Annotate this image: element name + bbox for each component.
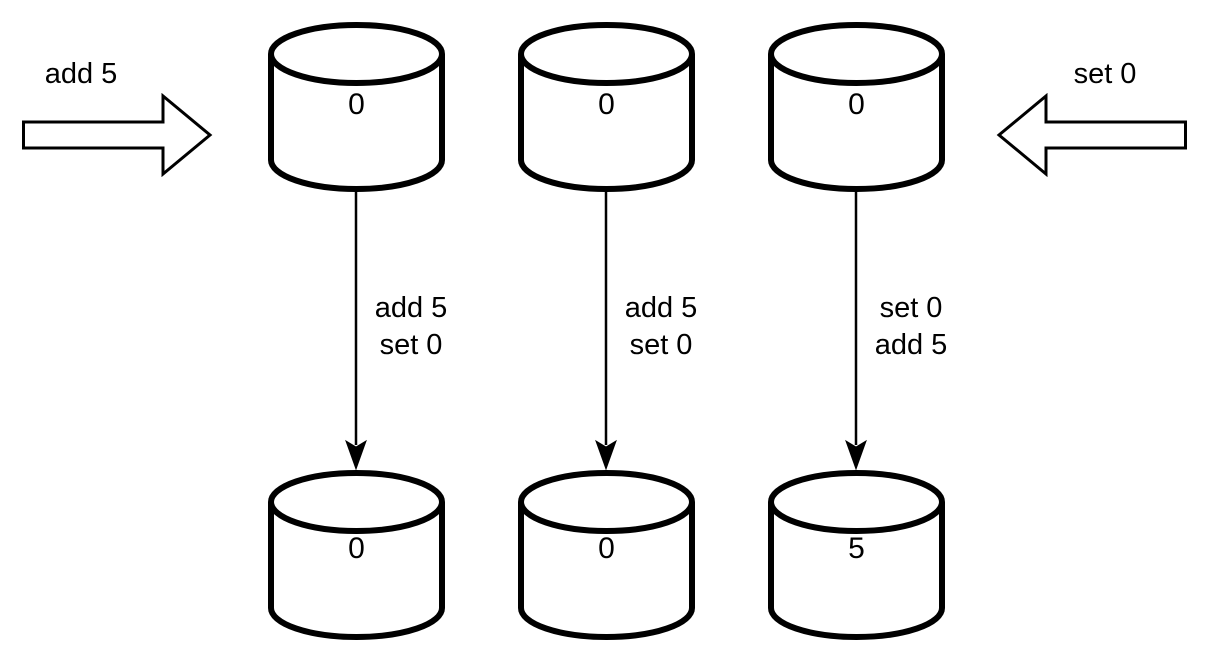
transition-op-line1: set 0 bbox=[879, 292, 943, 324]
transition-1-operations: add 5 set 0 bbox=[366, 290, 456, 364]
transition-op-line1: add 5 bbox=[624, 292, 698, 324]
database-cylinder-icon bbox=[268, 22, 445, 192]
replica-value: 0 bbox=[348, 88, 365, 121]
transition-arrow-2-icon bbox=[591, 192, 621, 470]
database-cylinder-icon bbox=[518, 470, 695, 640]
transition-op-line2: set 0 bbox=[629, 329, 693, 361]
transition-2-operations: add 5 set 0 bbox=[616, 290, 706, 364]
database-replica-1-after: 0 bbox=[268, 470, 445, 640]
database-cylinder-icon bbox=[518, 22, 695, 192]
transition-op-line2: set 0 bbox=[379, 329, 443, 361]
database-replica-3-before: 0 bbox=[768, 22, 945, 192]
database-cylinder-icon bbox=[268, 470, 445, 640]
replica-value: 5 bbox=[848, 532, 865, 565]
replica-value: 0 bbox=[848, 88, 865, 121]
replica-value: 0 bbox=[598, 88, 615, 121]
left-operation-label: add 5 bbox=[44, 58, 118, 90]
transition-arrow-3-icon bbox=[841, 192, 871, 470]
database-replica-2-after: 0 bbox=[518, 470, 695, 640]
database-replica-1-before: 0 bbox=[268, 22, 445, 192]
left-pointing-block-arrow-icon bbox=[996, 93, 1187, 177]
database-replica-3-after: 5 bbox=[768, 470, 945, 640]
replica-value: 0 bbox=[348, 532, 365, 565]
database-replica-2-before: 0 bbox=[518, 22, 695, 192]
replica-value: 0 bbox=[598, 532, 615, 565]
database-cylinder-icon bbox=[768, 470, 945, 640]
transition-op-line2: add 5 bbox=[874, 329, 948, 361]
transition-3-operations: set 0 add 5 bbox=[866, 290, 956, 364]
database-cylinder-icon bbox=[768, 22, 945, 192]
transition-op-line1: add 5 bbox=[374, 292, 448, 324]
transition-arrow-1-icon bbox=[341, 192, 371, 470]
right-operation-label: set 0 bbox=[1073, 58, 1137, 90]
right-pointing-block-arrow-icon bbox=[22, 93, 213, 177]
